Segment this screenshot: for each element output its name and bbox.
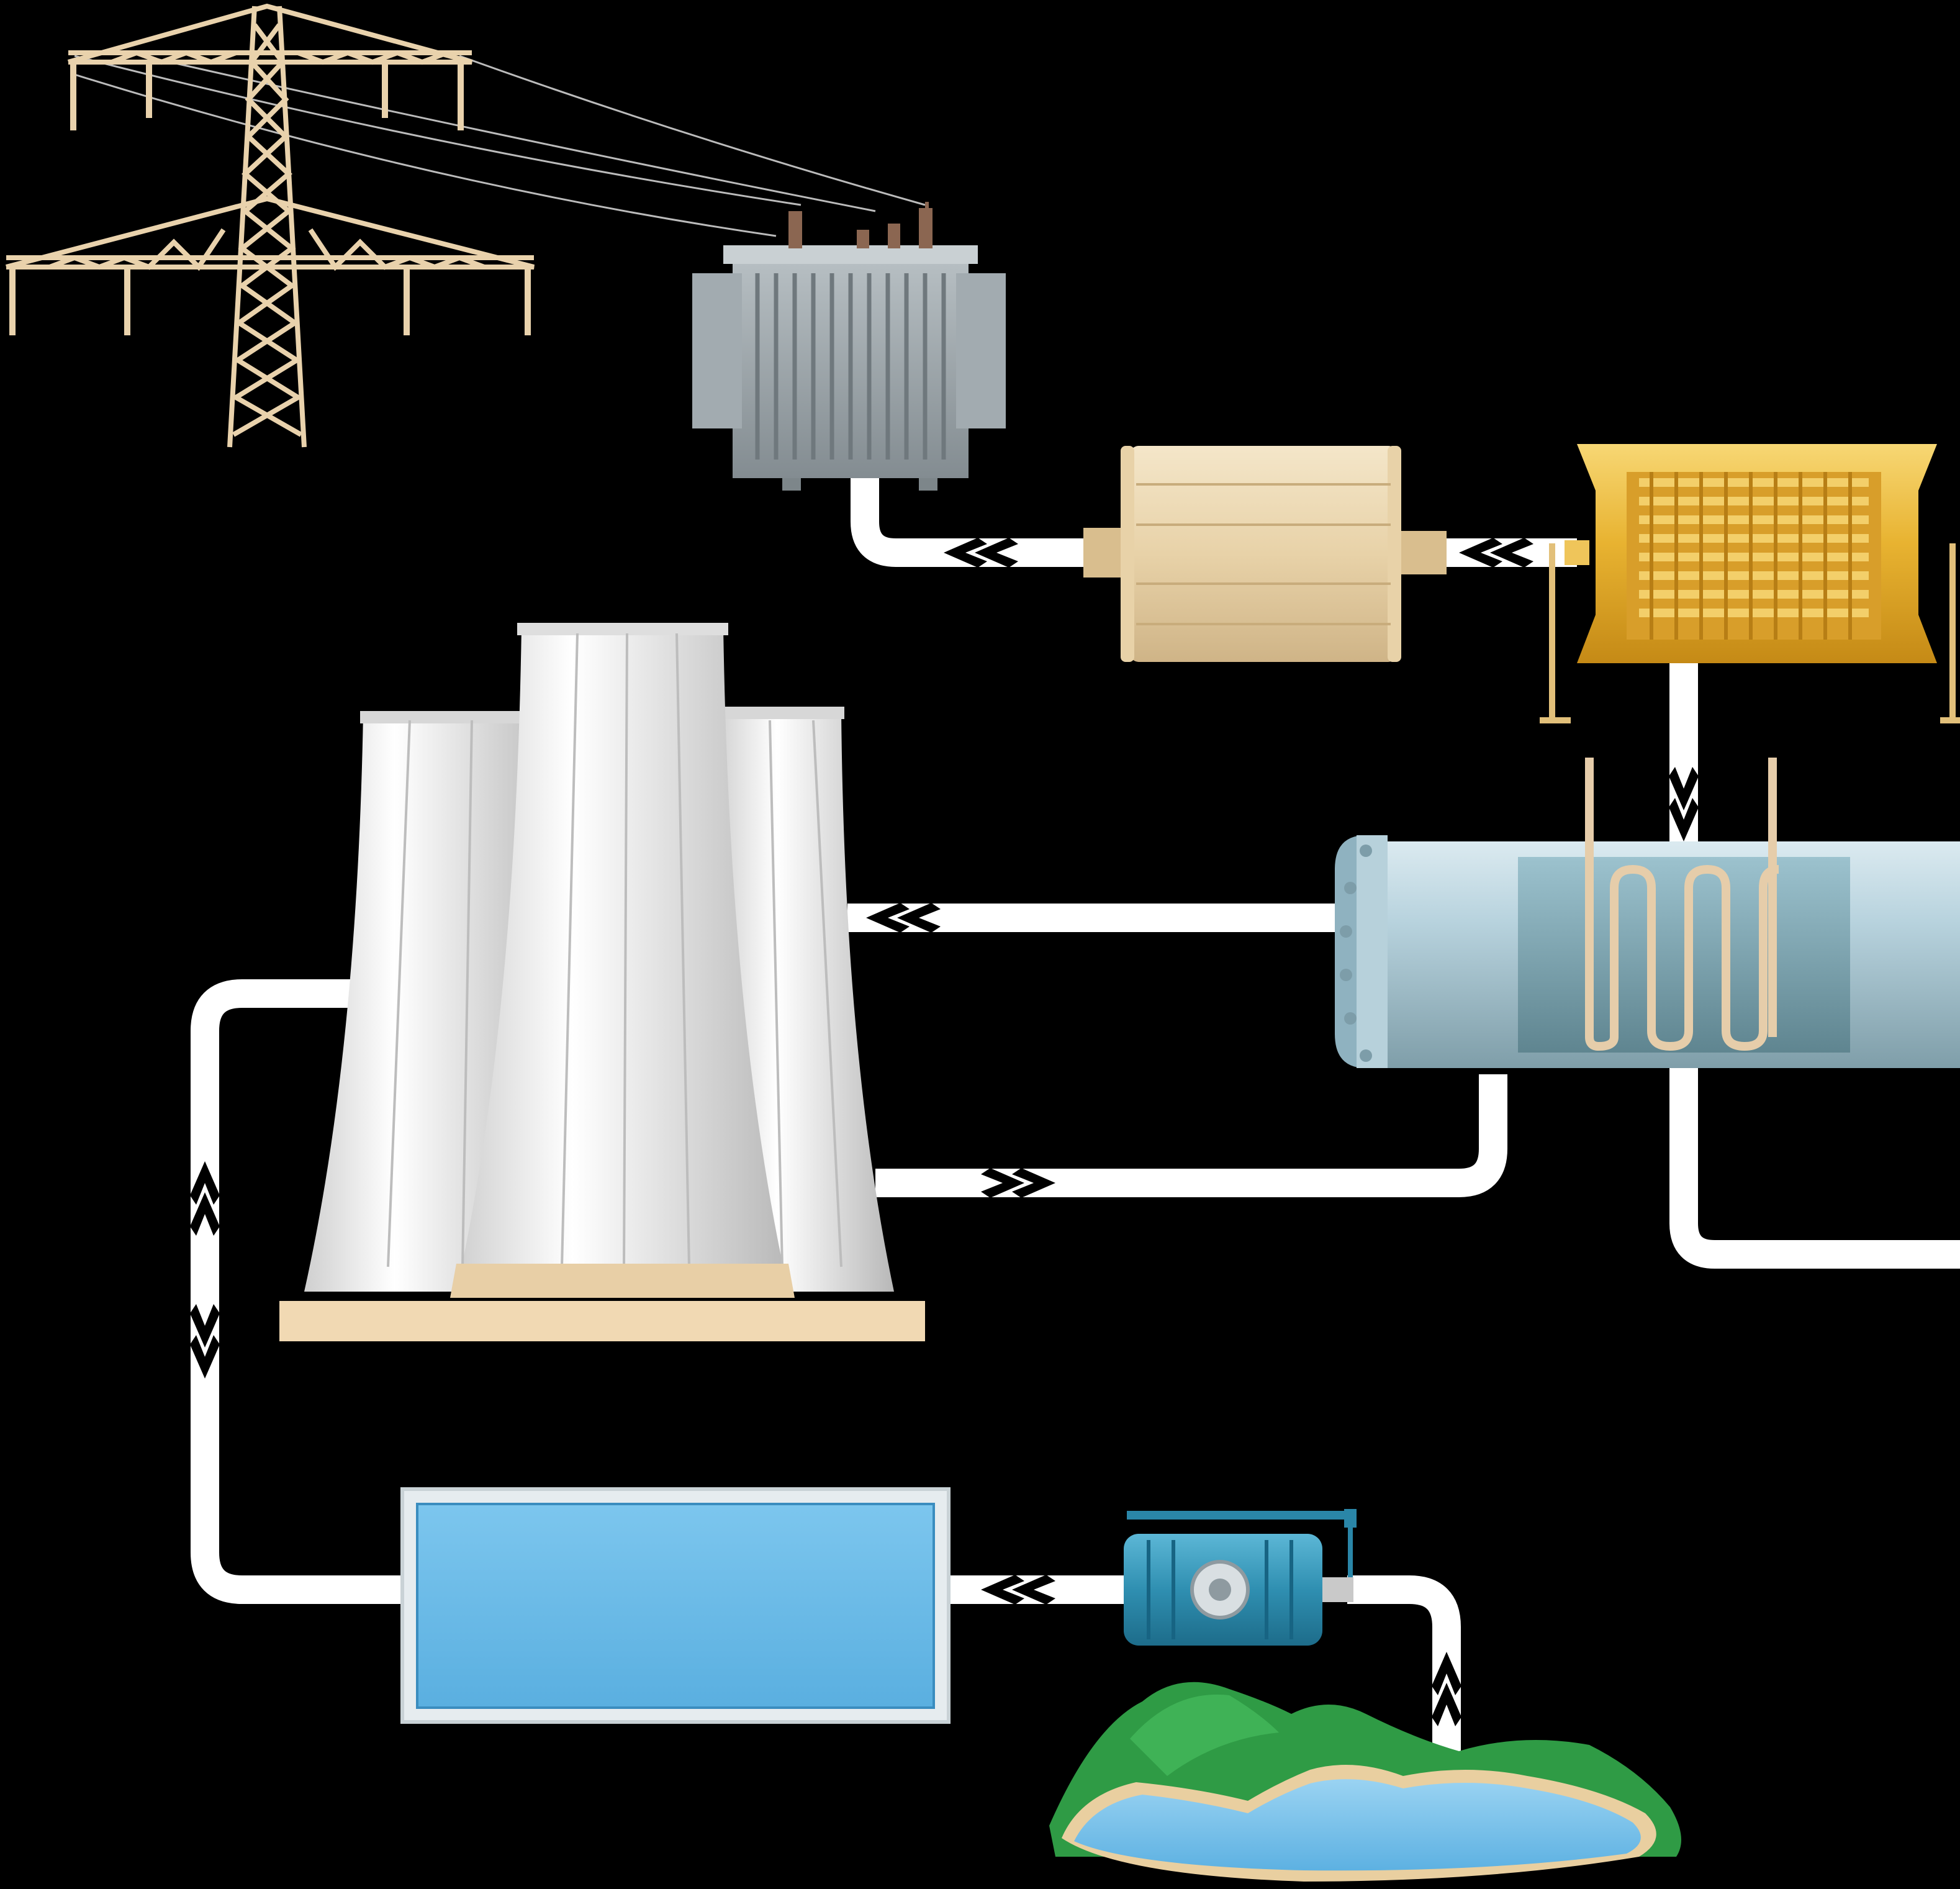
lake-icon [1049,1682,1681,1882]
arrow-left-icon [1459,538,1533,568]
arrow-left-icon [866,903,941,933]
water-tank-icon [400,1487,951,1724]
pipe-pump-lake [1347,1575,1461,1788]
arrow-left-icon [944,538,1018,568]
reactor-heat-exchanger-icon [1335,758,1960,1068]
pipe-reactor-exit [1669,1068,1960,1269]
transformer-icon [692,202,1006,491]
water-pump-icon [1124,1509,1357,1646]
flow-arrows [190,538,1699,1726]
pipe-cooling-tank-loop [191,979,404,1604]
steam-turbine-icon [1540,444,1960,723]
pipes [191,478,1960,1788]
pipe-reactor-cooling-lower [875,1074,1507,1197]
arrow-down-icon [190,1304,220,1379]
arrow-right-icon [981,1168,1055,1198]
arrow-left-icon [981,1575,1055,1605]
transmission-tower-icon [5,3,926,448]
arrow-up-icon [190,1161,220,1236]
arrow-up-icon [1432,1652,1461,1726]
cooling-tower-icon [279,623,925,1341]
pipe-transformer-generator [851,478,1118,567]
arrow-down-icon [1669,767,1699,841]
generator-icon [1083,446,1447,662]
